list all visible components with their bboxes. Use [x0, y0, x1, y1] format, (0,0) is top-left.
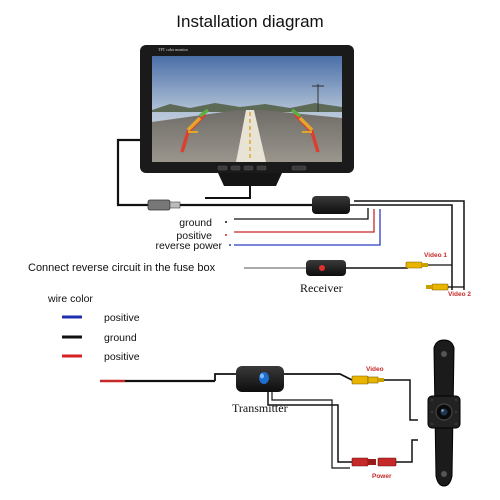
license-plate-camera: [427, 339, 461, 487]
transmitter-unit: [236, 366, 284, 392]
wire-label-ground: ground: [179, 217, 212, 229]
legend-item: ground: [62, 332, 137, 344]
legend-item-label: positive: [104, 351, 140, 363]
wire-color-legend: wire color positive ground positive: [47, 293, 140, 363]
receiver-unit: [306, 260, 408, 276]
power-label: Power: [372, 473, 392, 480]
legend-item-label: ground: [104, 332, 137, 344]
video2-label: Video 2: [448, 291, 471, 298]
video1-label: Video 1: [424, 252, 447, 259]
monitor-cabling: [116, 138, 465, 290]
wire-label-positive: positive: [176, 230, 212, 242]
transmitter-label: Transmitter: [232, 401, 288, 415]
wire-label-reverse-power: reverse power: [155, 240, 222, 252]
receiver-label: Receiver: [300, 281, 343, 295]
legend-item: positive: [62, 312, 140, 324]
diagram-title: Installation diagram: [176, 12, 323, 31]
monitor: [140, 45, 354, 186]
transmitter-cabling: [100, 373, 353, 469]
fuse-box-note: Connect reverse circuit in the fuse box: [28, 262, 216, 274]
power-connector: [351, 439, 418, 467]
receiver-video-connectors: [405, 261, 464, 291]
video-label: Video: [366, 366, 384, 373]
legend-heading: wire color: [47, 293, 93, 305]
monitor-label: TFT color monitor: [158, 47, 189, 52]
transmitter-video-connector: [351, 375, 418, 421]
legend-item-label: positive: [104, 312, 140, 324]
legend-item: positive: [62, 351, 140, 363]
